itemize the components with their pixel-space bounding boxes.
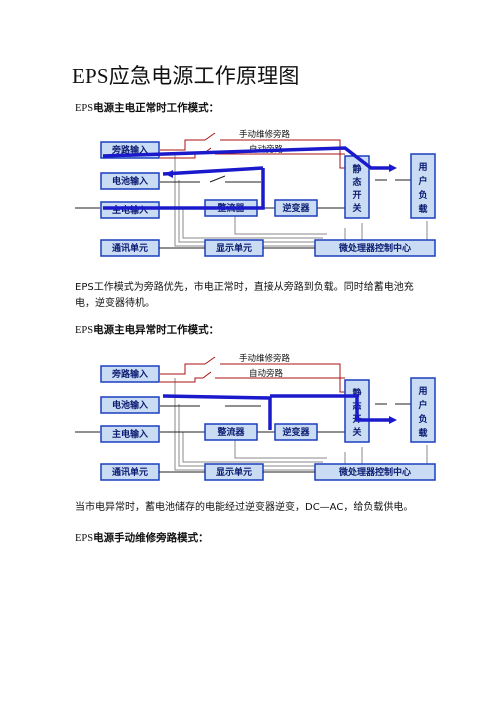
block-mcu-control: 微处理器控制中心 — [314, 239, 436, 257]
section-heading-text: 电源主电异常时工作模式： — [93, 324, 220, 336]
svg-text:通讯单元: 通讯单元 — [112, 242, 148, 254]
svg-text:负: 负 — [418, 189, 427, 201]
svg-text:整流器: 整流器 — [216, 426, 245, 438]
power-flow-path — [102, 146, 389, 210]
svg-text:微处理器控制中心: 微处理器控制中心 — [338, 242, 411, 254]
block-display-unit: 显示单元 — [204, 463, 264, 481]
svg-text:载: 载 — [418, 427, 427, 439]
paragraph-line: 当市电异常时，蓄电池储存的电能经过逆变器逆变，DC—AC，给负载供电。 — [75, 502, 414, 513]
svg-text:关: 关 — [352, 426, 361, 438]
svg-text:静: 静 — [352, 387, 361, 399]
bypass-input-label: 旁路输入 — [111, 144, 148, 156]
paragraph-line: EPS工作模式为旁路优先，市电正常时，直接从旁路到负载。同时给蓄电池充 — [75, 282, 414, 293]
svg-text:通讯单元: 通讯单元 — [112, 466, 148, 478]
svg-text:电池输入: 电池输入 — [112, 399, 148, 411]
block-battery-input: 电池输入 — [100, 172, 160, 190]
block-static-switch: 静 态 开 关 — [344, 155, 370, 219]
section-heading-text: 电源手动维修旁路模式： — [93, 532, 209, 544]
svg-text:主电输入: 主电输入 — [112, 428, 148, 440]
svg-text:用: 用 — [417, 162, 427, 173]
block-battery-input: 电池输入 — [100, 396, 160, 414]
block-main-input: 主电输入 — [100, 201, 160, 219]
block-display-unit: 显示单元 — [204, 239, 264, 257]
svg-text:户: 户 — [418, 175, 427, 187]
block-mcu-control: 微处理器控制中心 — [314, 463, 436, 481]
svg-text:用: 用 — [417, 386, 427, 397]
eps-diagram-abnormal-mode: 旁路输入 电池输入 主电输入 整流器 逆变器 静 态 开 关 用 户 — [75, 352, 440, 490]
section-heading-abnormal: EPS电源主电异常时工作模式： — [75, 322, 219, 337]
paragraph-normal-mode: EPS工作模式为旁路优先，市电正常时，直接从旁路到负载。同时给蓄电池充 电，逆变… — [75, 280, 430, 312]
svg-text:开: 开 — [352, 190, 361, 201]
page-title: EPS应急电源工作原理图 — [72, 64, 300, 88]
svg-text:静: 静 — [352, 163, 361, 175]
main-input-label: 主电输入 — [112, 204, 148, 216]
paragraph-line: 电，逆变器待机。 — [75, 298, 155, 309]
svg-text:户: 户 — [418, 399, 427, 411]
svg-text:关: 关 — [352, 202, 361, 214]
battery-input-label: 电池输入 — [112, 175, 148, 187]
section-heading-prefix: EPS — [75, 325, 94, 336]
section-heading-normal: EPS电源主电正常时工作模式： — [75, 100, 219, 115]
block-inverter: 逆变器 — [274, 423, 318, 441]
power-flow-path — [162, 394, 389, 430]
svg-text:显示单元: 显示单元 — [216, 242, 252, 254]
section-heading-prefix: EPS — [75, 103, 94, 114]
svg-text:显示单元: 显示单元 — [216, 466, 252, 478]
block-user-load: 用 户 负 载 — [410, 377, 436, 443]
section-heading-text: 电源主电正常时工作模式： — [93, 102, 220, 114]
block-inverter: 逆变器 — [274, 199, 318, 217]
svg-text:逆变器: 逆变器 — [282, 426, 310, 438]
manual-bypass-label: 手动维修旁路 — [239, 129, 291, 140]
svg-text:态: 态 — [352, 176, 361, 188]
block-main-input: 主电输入 — [100, 425, 160, 443]
svg-text:负: 负 — [418, 413, 427, 425]
block-rectifier: 整流器 — [204, 423, 258, 441]
section-heading-prefix: EPS — [75, 533, 94, 544]
block-user-load: 用 户 负 载 — [410, 153, 436, 219]
svg-text:手动维修旁路: 手动维修旁路 — [239, 353, 291, 364]
block-comm-unit: 通讯单元 — [100, 463, 160, 481]
block-comm-unit: 通讯单元 — [100, 239, 160, 257]
eps-diagram-normal-mode: 旁路输入 电池输入 主电输入 整流器 逆变器 静 态 开 关 用 户 — [75, 128, 440, 266]
section-heading-manual-bypass: EPS电源手动维修旁路模式： — [75, 530, 209, 545]
block-bypass-input: 旁路输入 — [100, 365, 160, 383]
paragraph-abnormal-mode: 当市电异常时，蓄电池储存的电能经过逆变器逆变，DC—AC，给负载供电。 — [75, 500, 430, 516]
inverter-label: 逆变器 — [282, 202, 310, 214]
svg-text:旁路输入: 旁路输入 — [111, 368, 148, 380]
svg-text:微处理器控制中心: 微处理器控制中心 — [338, 466, 411, 478]
svg-text:自动旁路: 自动旁路 — [249, 368, 284, 379]
svg-text:载: 载 — [418, 203, 427, 215]
